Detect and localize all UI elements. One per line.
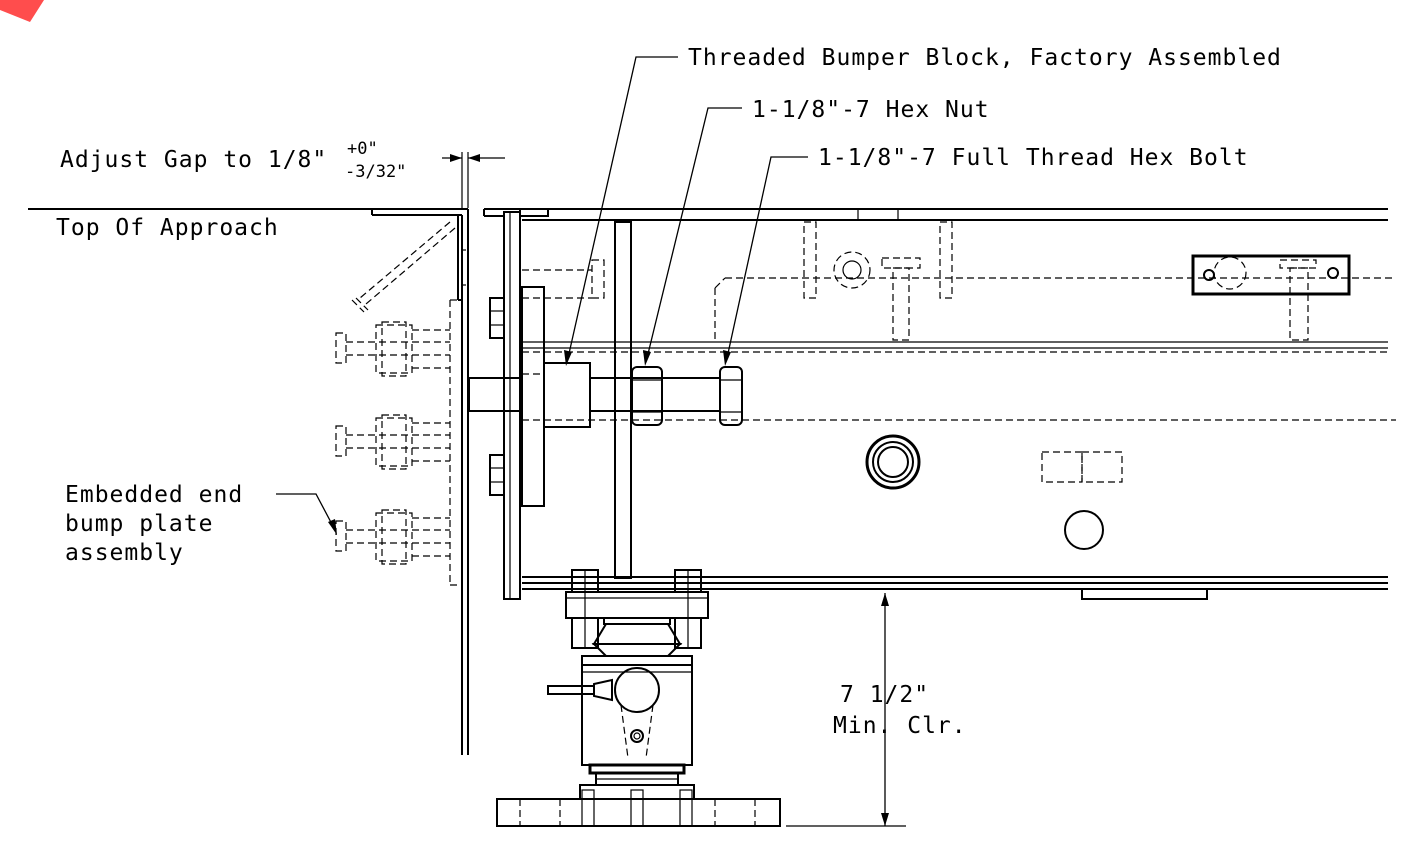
label-adjust-gap: Adjust Gap to 1/8" bbox=[60, 147, 327, 173]
load-cell-assembly bbox=[496, 569, 781, 827]
label-tolerance-plus: +0" bbox=[347, 139, 378, 159]
label-bumper-block: Threaded Bumper Block, Factory Assembled bbox=[688, 45, 1282, 71]
embedded-stud-upper bbox=[335, 321, 450, 377]
weighbridge-deck bbox=[483, 208, 1388, 221]
embedded-stud-middle bbox=[335, 414, 450, 470]
approach-anchor bbox=[351, 221, 456, 313]
hex-nut bbox=[631, 366, 663, 426]
bumper-mount-plate bbox=[468, 286, 591, 507]
full-thread-hex-bolt bbox=[590, 377, 720, 412]
leader-hex-bolt bbox=[723, 156, 808, 366]
hidden-lines bbox=[522, 221, 1396, 483]
plate-bolt-lower bbox=[489, 454, 505, 496]
label-clearance-text: Min. Clr. bbox=[833, 713, 967, 739]
leader-bumper-block bbox=[564, 56, 678, 366]
label-embedded-line2: bump plate bbox=[65, 511, 213, 537]
bolt-head bbox=[719, 366, 743, 426]
embedded-bump-plate-assembly bbox=[335, 299, 462, 586]
clearance-dimension bbox=[786, 593, 906, 827]
side-bracket bbox=[1191, 254, 1351, 341]
corner-mark bbox=[0, 0, 44, 22]
label-tolerance-minus: -3/32" bbox=[345, 162, 406, 182]
label-hex-nut: 1-1/8"-7 Hex Nut bbox=[752, 97, 990, 123]
label-clearance-value: 7 1/2" bbox=[840, 682, 929, 708]
web-fitting bbox=[865, 434, 921, 490]
leader-hex-nut bbox=[643, 107, 742, 366]
label-hex-bolt: 1-1/8"-7 Full Thread Hex Bolt bbox=[818, 145, 1249, 171]
label-top-of-approach: Top Of Approach bbox=[56, 215, 279, 241]
approach-wall bbox=[28, 208, 469, 755]
gap-dimension bbox=[442, 152, 505, 208]
web-hole bbox=[1064, 510, 1104, 550]
label-embedded-line3: assembly bbox=[65, 540, 184, 566]
leader-embedded-plate bbox=[276, 493, 337, 535]
bottom-flange bbox=[522, 576, 1388, 600]
plate-bolt-upper bbox=[489, 297, 505, 339]
label-embedded-line1: Embedded end bbox=[65, 482, 243, 508]
end-channel bbox=[503, 211, 521, 600]
stiffener-plate bbox=[614, 221, 632, 579]
embedded-stud-lower bbox=[335, 509, 450, 565]
